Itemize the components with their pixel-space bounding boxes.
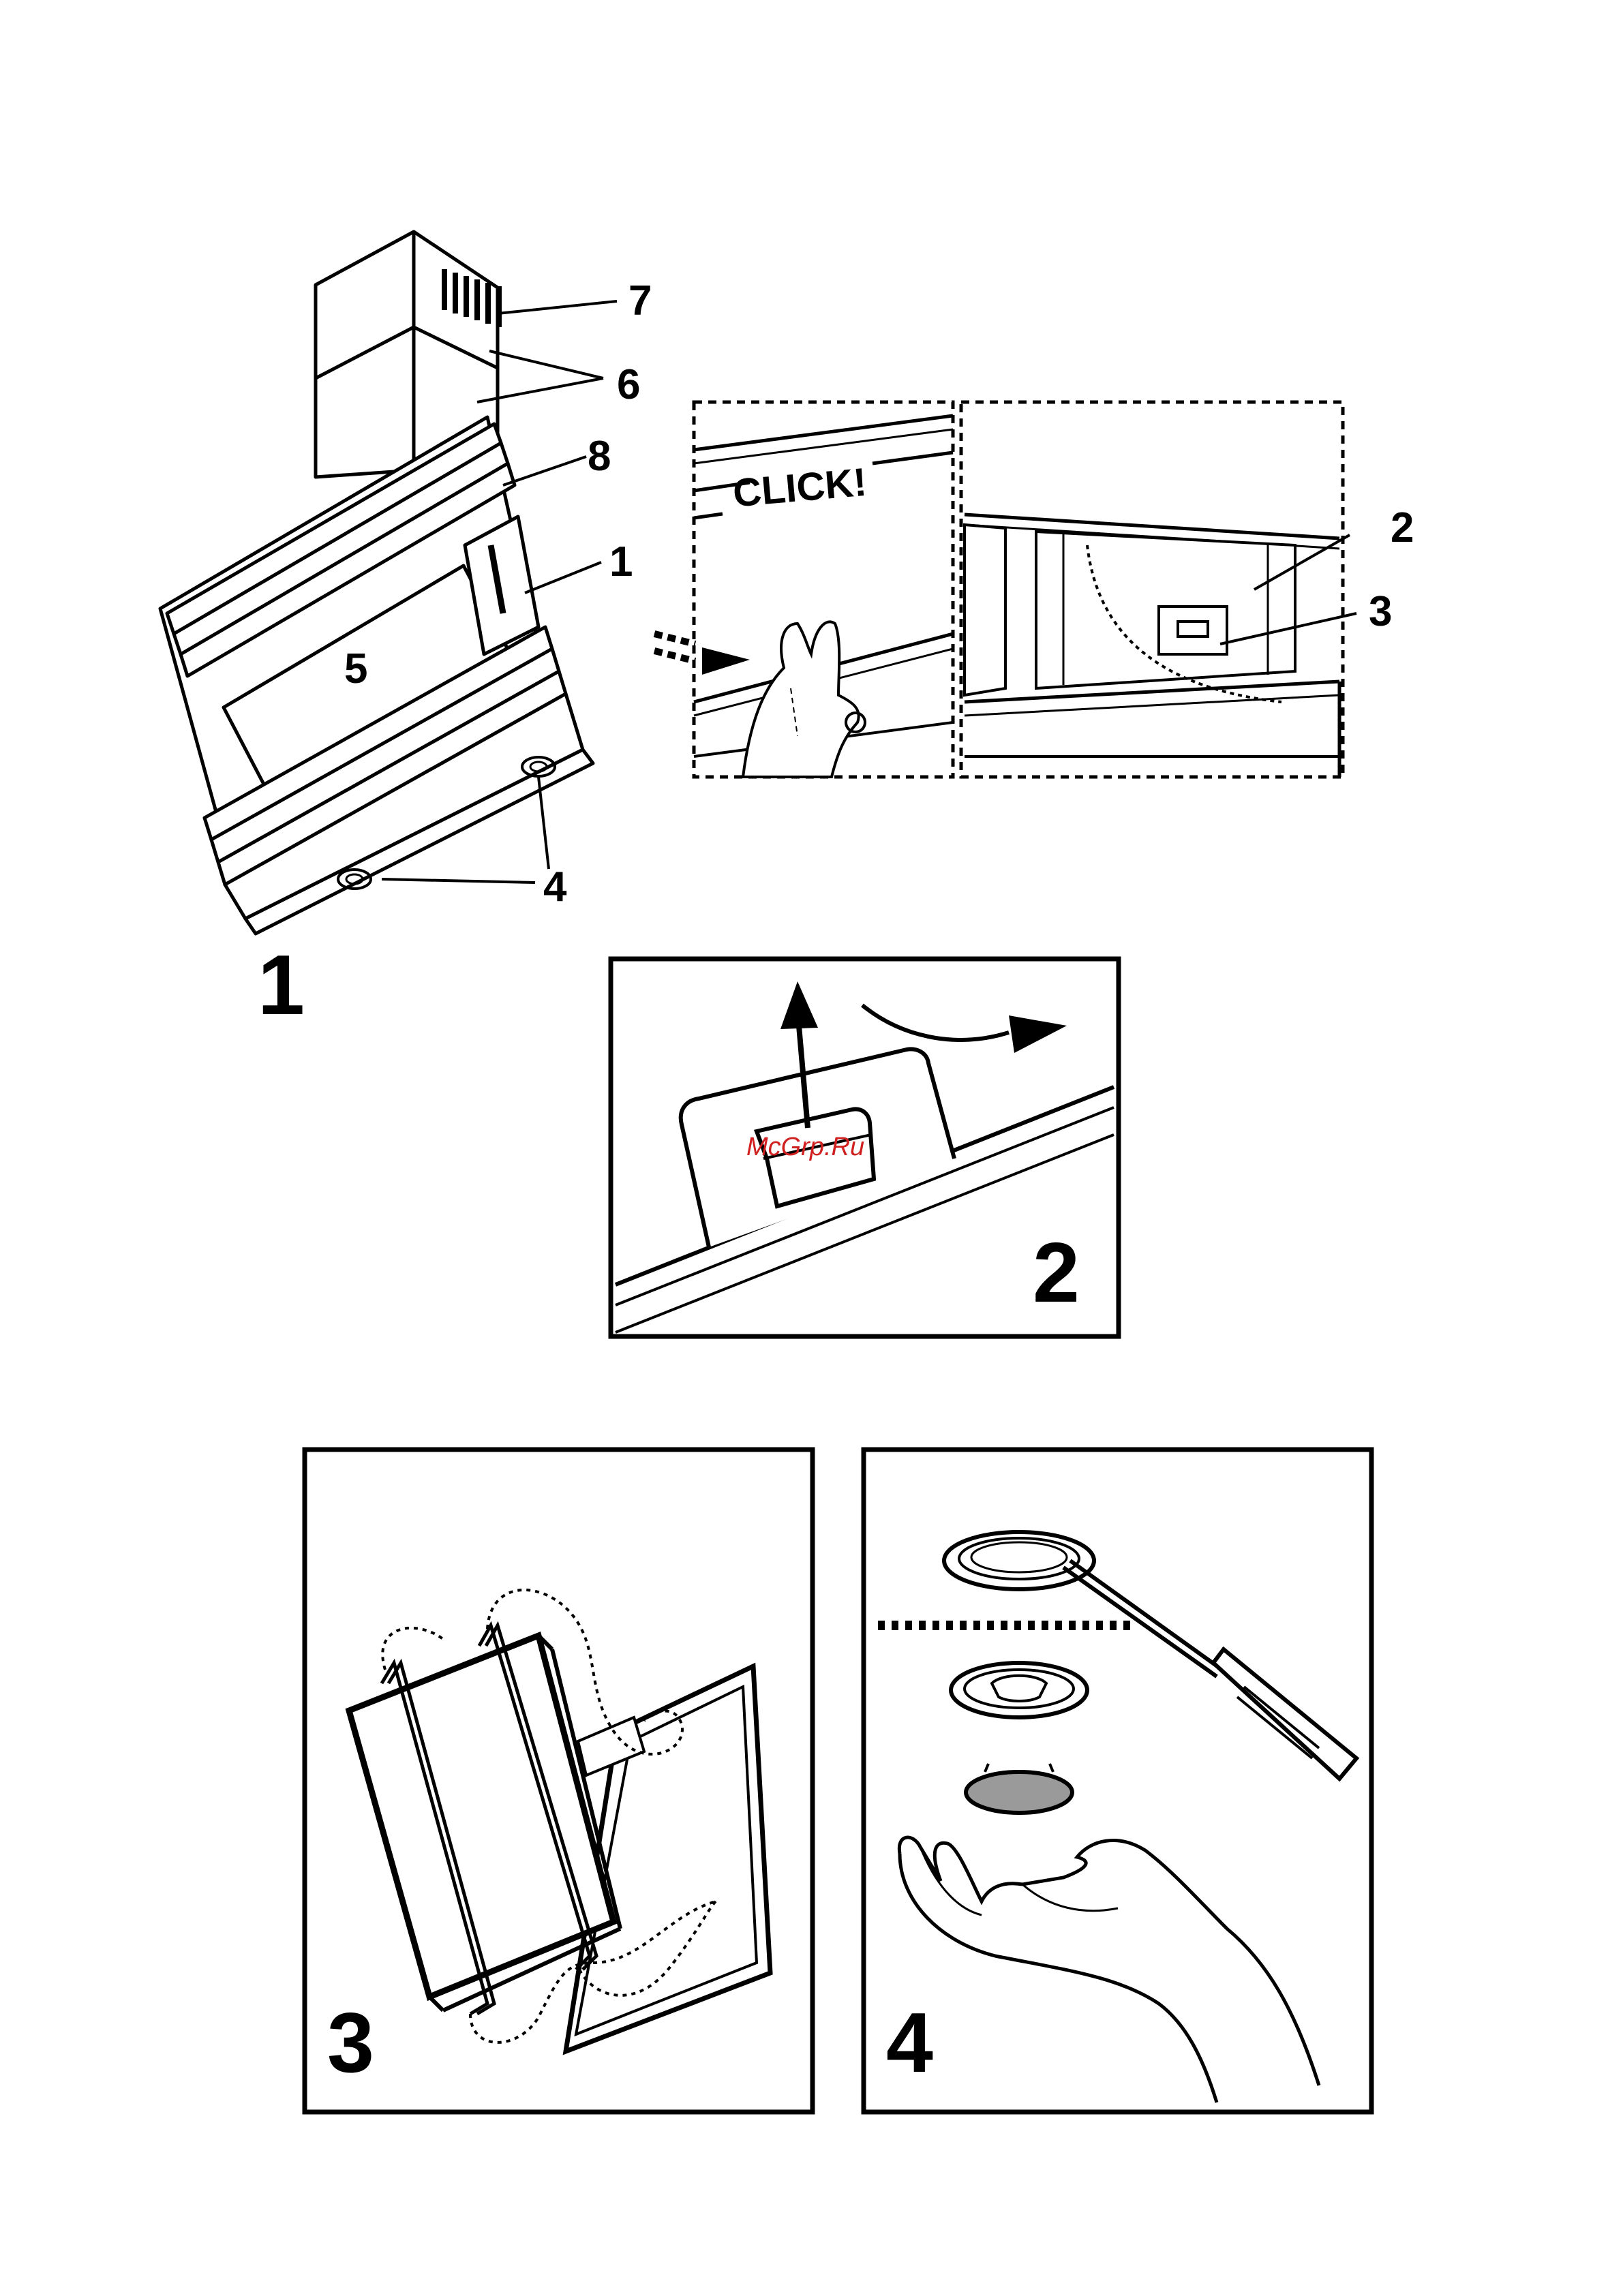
filter-inset xyxy=(961,402,1356,777)
figure-1-number: 1 xyxy=(258,938,305,1032)
figure-4-number: 4 xyxy=(886,1996,933,2090)
screwdriver-icon xyxy=(1063,1561,1356,1779)
callout-5: 5 xyxy=(344,645,367,692)
charcoal-filter-cassette xyxy=(349,1636,613,1997)
figure-4-frame xyxy=(864,1450,1371,2112)
push-arrow-icon xyxy=(654,634,695,661)
light-lens-icon xyxy=(966,1772,1072,1813)
figure-3-frame xyxy=(305,1450,813,2112)
callout-3: 3 xyxy=(1369,588,1392,635)
click-label: CLICK! xyxy=(731,460,868,516)
rotate-arrow-icon xyxy=(862,1005,1009,1040)
figure-2-number: 2 xyxy=(1033,1226,1080,1320)
callout-6: 6 xyxy=(617,361,640,408)
click-inset xyxy=(654,402,953,777)
callout-1: 1 xyxy=(609,538,633,585)
callout-7: 7 xyxy=(628,277,652,324)
figure-1-hood-drawing xyxy=(160,232,617,934)
callout-2: 2 xyxy=(1391,504,1414,551)
catching-hand-icon xyxy=(899,1837,1319,2102)
callout-8: 8 xyxy=(588,433,611,480)
callout-4: 4 xyxy=(543,863,567,910)
watermark: McGrp.Ru xyxy=(746,1133,864,1161)
figure-3-number: 3 xyxy=(327,1996,374,2090)
